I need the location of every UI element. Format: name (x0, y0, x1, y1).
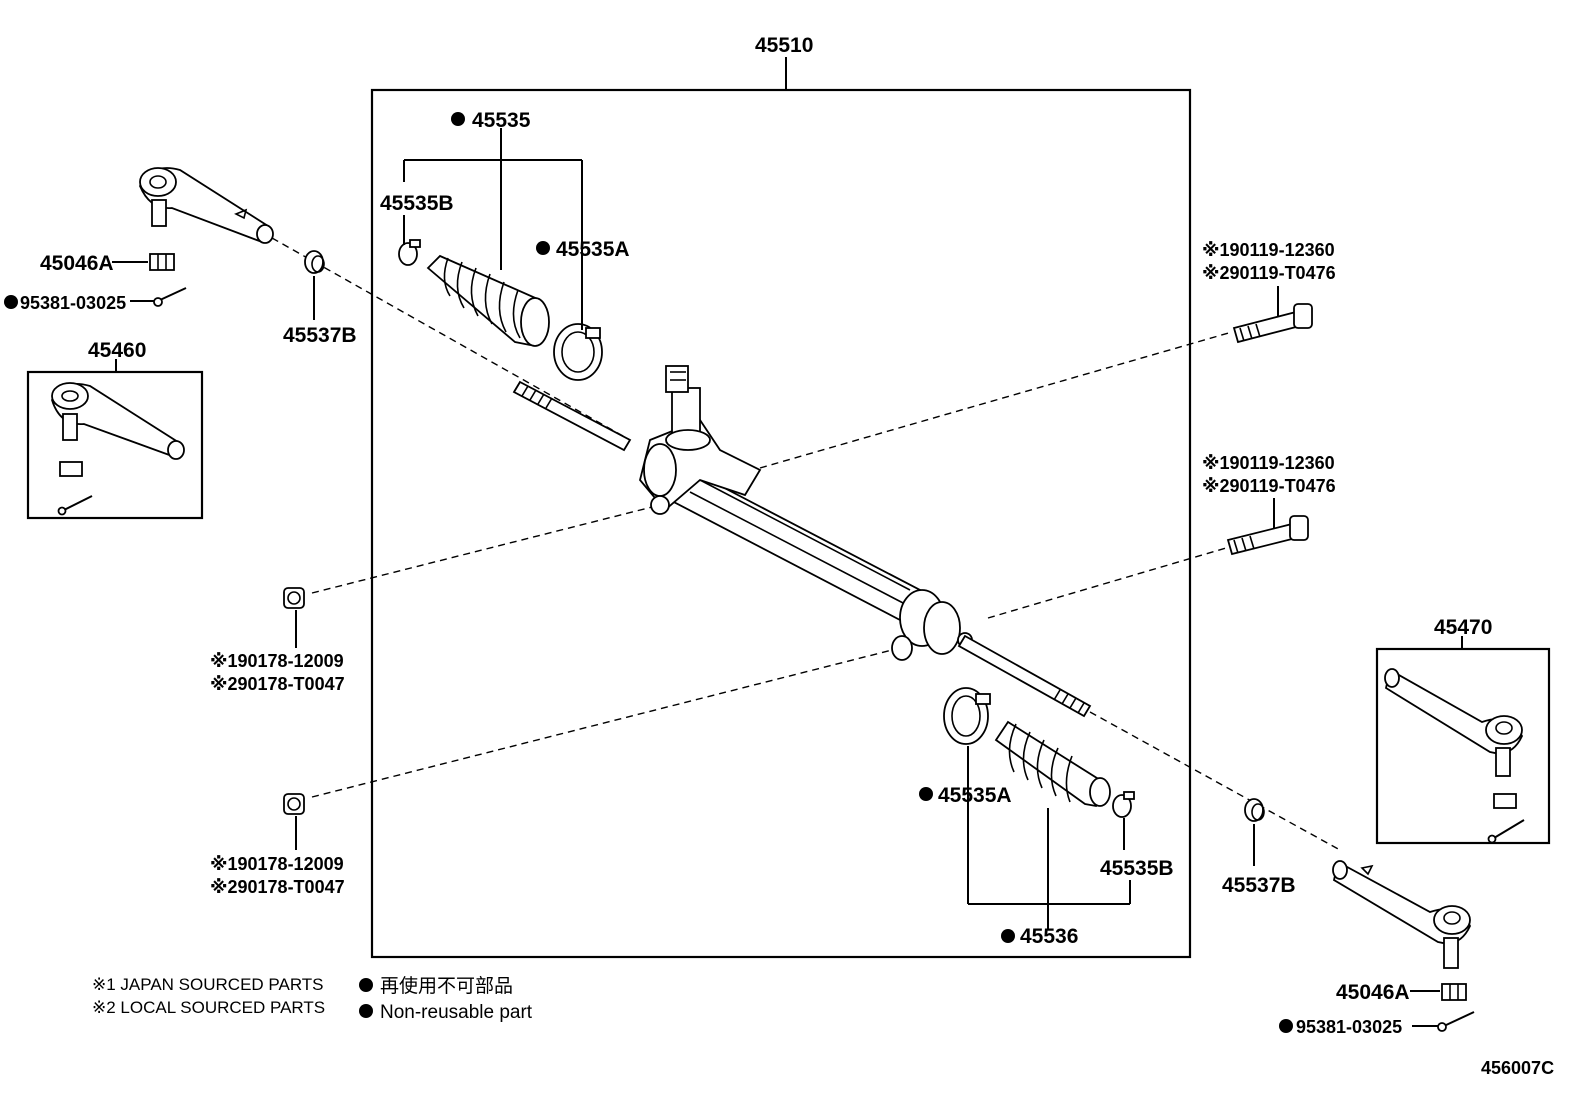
non-reusable-mark (536, 241, 550, 255)
non-reusable-mark (919, 787, 933, 801)
rack-boot-bottom[interactable] (994, 720, 1111, 808)
mount-bolt-upper-label-1[interactable]: ※190119-12360 (1202, 240, 1335, 260)
mount-nut-upper-label-1[interactable]: ※190178-12009 (210, 651, 344, 671)
assembly-label[interactable]: 45510 (755, 34, 813, 57)
legend-mark-english: Non-reusable part (380, 1002, 533, 1023)
nut-right[interactable] (1441, 983, 1467, 1001)
legend-mark-icon (359, 978, 373, 992)
legend-mark-icon (359, 1004, 373, 1018)
tie-rod-end-right-kit-label[interactable]: 45470 (1434, 616, 1492, 639)
bushing-right-label[interactable]: 45537B (1222, 874, 1296, 897)
mount-bolt-lower[interactable] (1226, 515, 1309, 556)
legend-note-local: ※2 LOCAL SOURCED PARTS (92, 998, 325, 1017)
nut-left[interactable] (149, 253, 175, 271)
boot-clamp-bottom-a[interactable] (943, 687, 991, 745)
clamp-bottom-b-label[interactable]: 45535B (1100, 857, 1174, 880)
tie-rod-end-left-kit-label[interactable]: 45460 (88, 339, 146, 362)
cotter-left-label[interactable]: 95381-03025 (20, 293, 126, 313)
mount-nut-lower[interactable] (283, 793, 305, 815)
legend-note-japan: ※1 JAPAN SOURCED PARTS (92, 975, 324, 994)
tie-rod-end-left-kit[interactable] (51, 382, 185, 516)
rack-boot-top[interactable] (426, 254, 550, 347)
steering-rack-housing[interactable] (512, 365, 1092, 718)
boot-clamp-bottom-b[interactable] (1112, 791, 1135, 818)
tie-rod-end-right[interactable] (1332, 860, 1471, 969)
mount-nut-lower-label-2[interactable]: ※290178-T0047 (210, 877, 345, 897)
non-reusable-mark (1001, 929, 1015, 943)
tie-rod-end-left[interactable] (139, 167, 274, 244)
cotter-pin-right[interactable] (1437, 1011, 1475, 1032)
tie-rod-end-right-kit[interactable] (1384, 668, 1525, 844)
boot-clamp-top-a[interactable] (553, 323, 603, 381)
non-reusable-mark (451, 112, 465, 126)
cotter-pin-left[interactable] (153, 287, 187, 307)
boot-kit-top-leaders (403, 128, 583, 330)
bushing-left[interactable] (304, 250, 325, 274)
dashed-guide-lines (271, 237, 1341, 851)
mount-nut-upper-label-2[interactable]: ※290178-T0047 (210, 674, 345, 694)
nut-left-label[interactable]: 45046A (40, 252, 114, 275)
boot-kit-top-label[interactable]: 45535 (472, 109, 531, 132)
legend-mark-japanese: 再使用不可部品 (380, 975, 513, 997)
legend: ※1 JAPAN SOURCED PARTS ※2 LOCAL SOURCED … (92, 975, 533, 1023)
boot-clamp-top-b[interactable] (398, 239, 421, 266)
mount-nut-upper[interactable] (283, 587, 305, 609)
cotter-right-label[interactable]: 95381-03025 (1296, 1017, 1402, 1037)
clamp-top-a-label[interactable]: 45535A (556, 238, 630, 261)
boot-bottom-label[interactable]: 45536 (1020, 925, 1078, 948)
mount-bolt-lower-label-2[interactable]: ※290119-T0476 (1202, 476, 1336, 496)
mount-bolt-lower-label-1[interactable]: ※190119-12360 (1202, 453, 1335, 473)
boot-bottom-leaders (967, 746, 1131, 930)
assembly-frame (370, 88, 1192, 959)
bushing-left-label[interactable]: 45537B (283, 324, 357, 347)
mount-bolt-upper-label-2[interactable]: ※290119-T0476 (1202, 263, 1336, 283)
clamp-top-b-label[interactable]: 45535B (380, 192, 454, 215)
drawing-code: 456007C (1481, 1058, 1554, 1078)
mount-bolt-upper[interactable] (1232, 303, 1313, 344)
bushing-right[interactable] (1244, 798, 1265, 822)
mount-nut-lower-label-1[interactable]: ※190178-12009 (210, 854, 344, 874)
clamp-bottom-a-label[interactable]: 45535A (938, 784, 1012, 807)
non-reusable-mark (1279, 1019, 1293, 1033)
nut-right-label[interactable]: 45046A (1336, 981, 1410, 1004)
non-reusable-mark (4, 295, 18, 309)
